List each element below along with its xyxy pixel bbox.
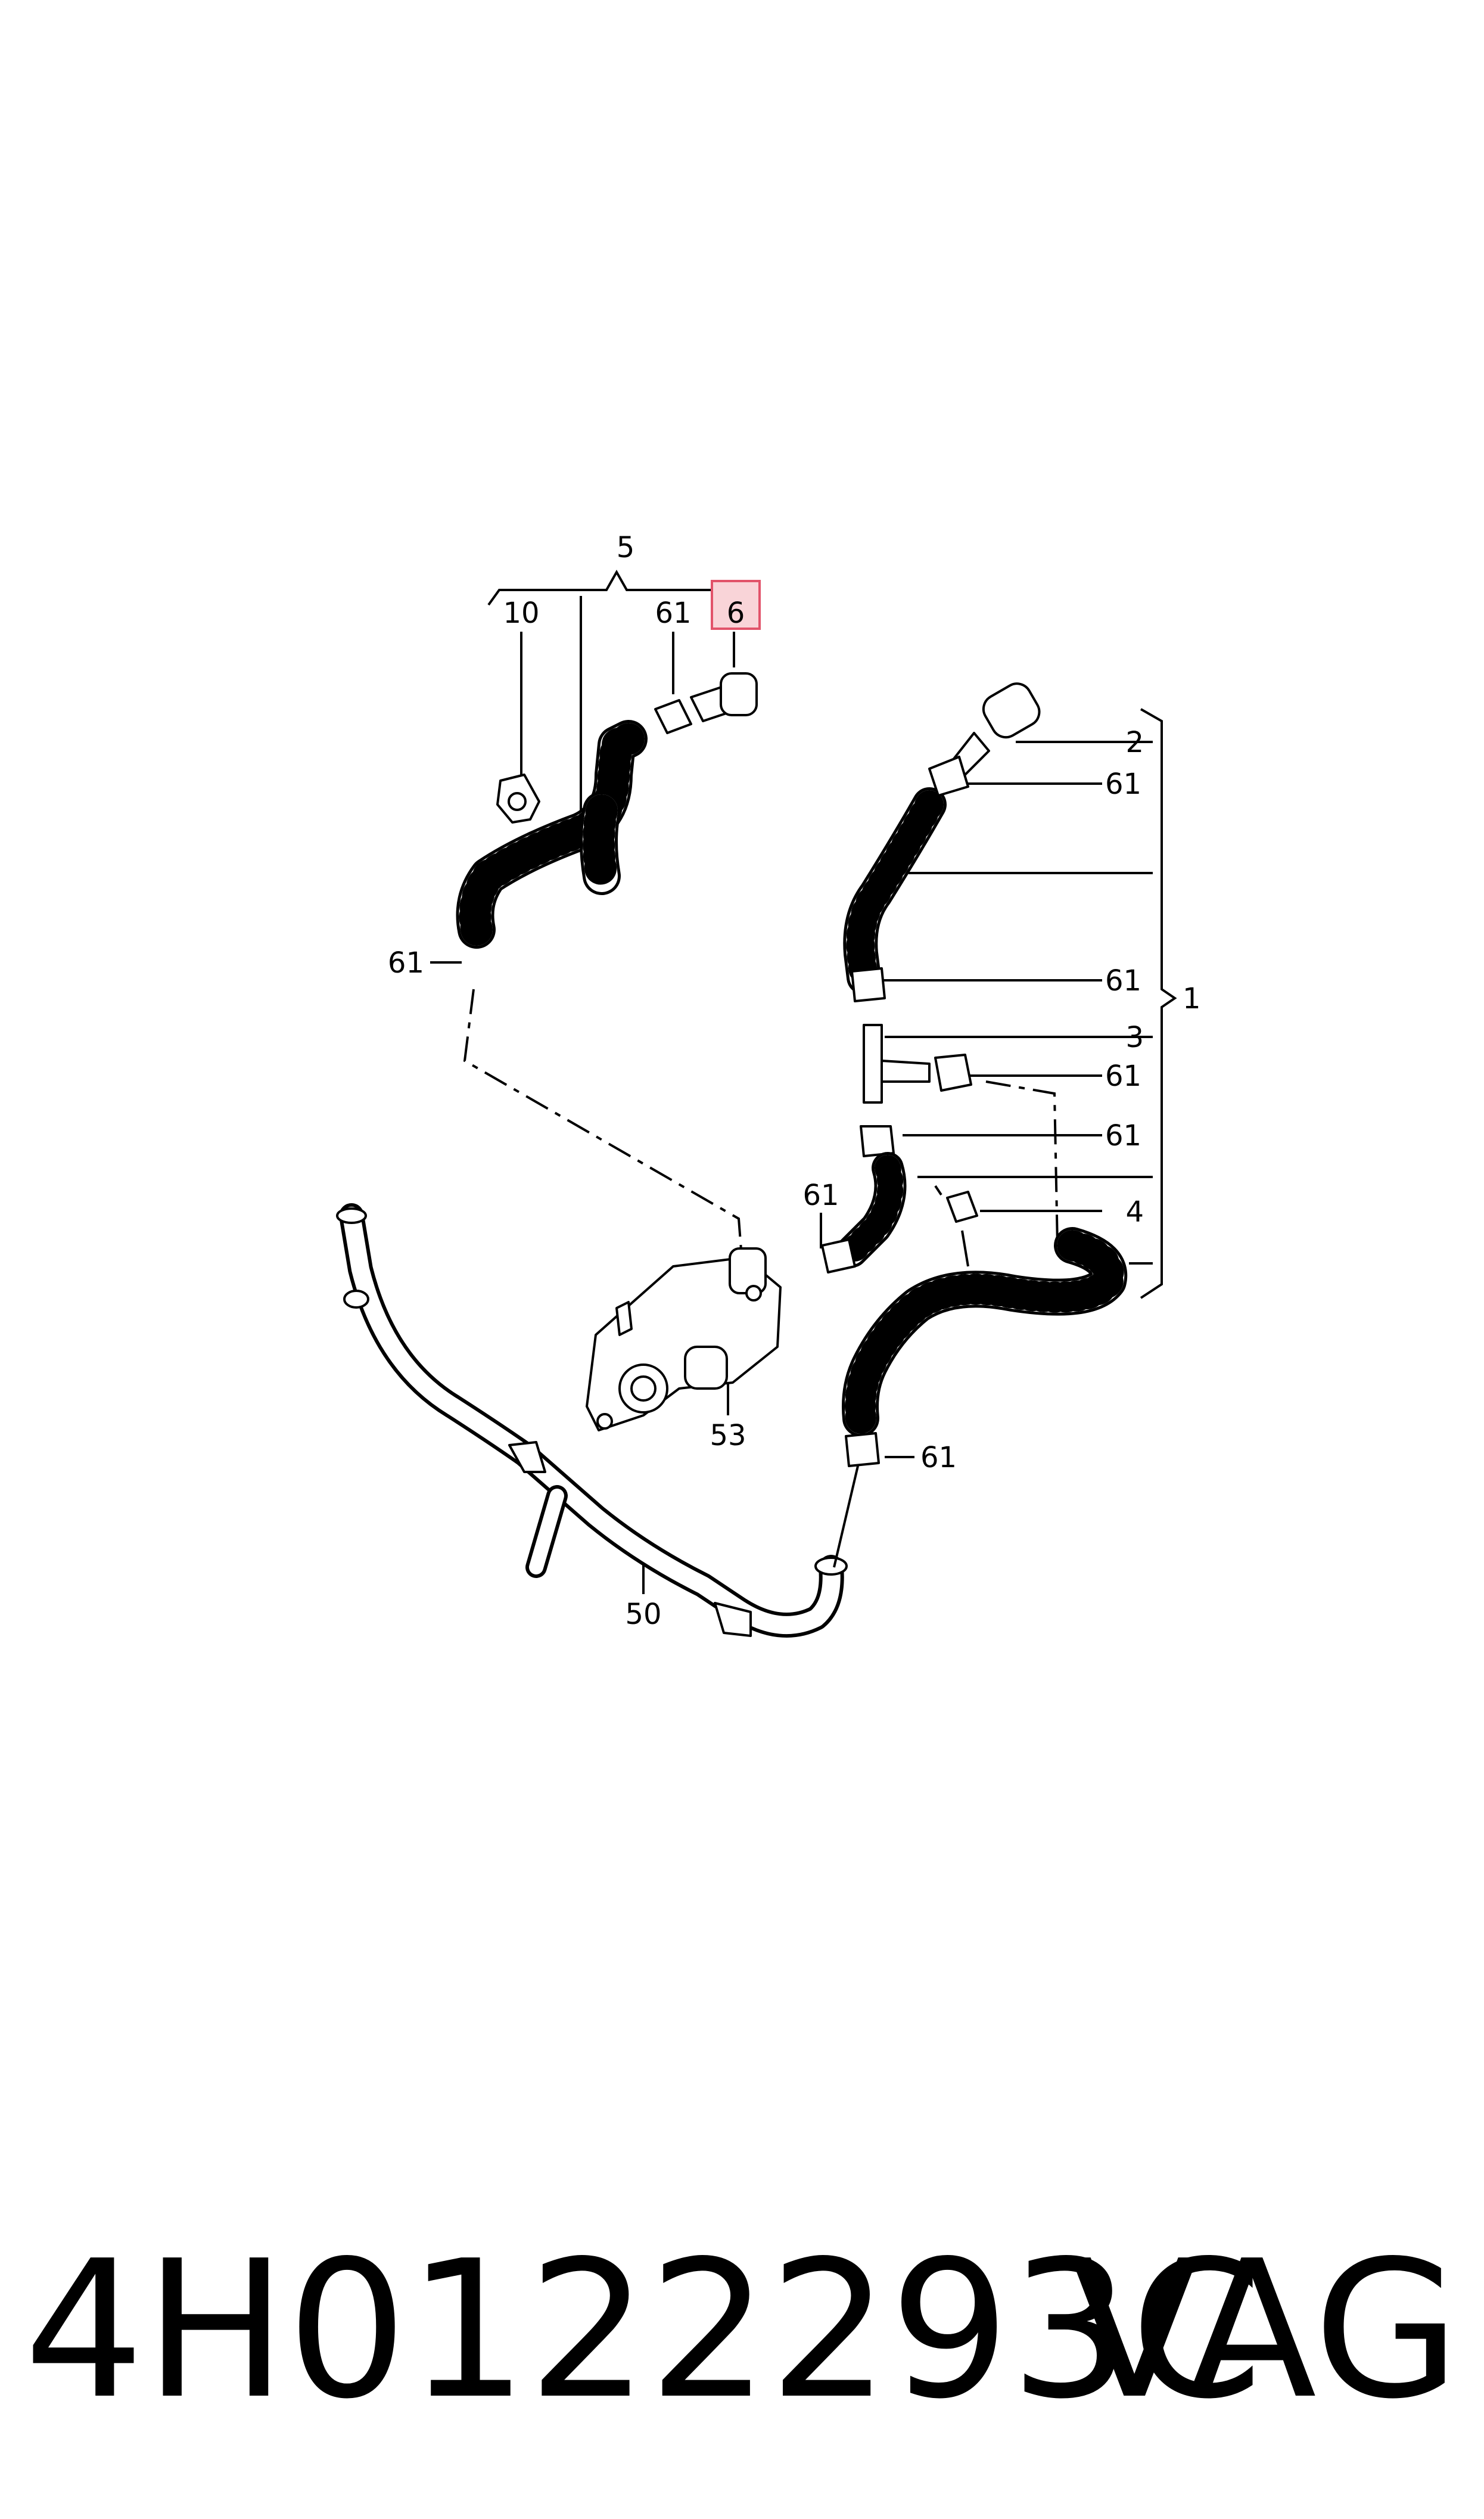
part-number: 4H0122293C <box>24 2220 1263 2440</box>
callout-6: 6 <box>727 597 745 630</box>
callout-61-low: 61 <box>920 1441 957 1474</box>
highlight-box <box>711 580 761 630</box>
callout-labels: 5 10 61 6 2 61 61 61 1 3 61 61 61 4 53 6… <box>388 531 1201 1631</box>
callout-61-r1: 61 <box>1105 768 1141 801</box>
callout-50: 50 <box>625 1598 661 1631</box>
footer: 4H0122293C VAG <box>0 2205 1484 2455</box>
callout-61-r3: 61 <box>1105 1060 1141 1093</box>
callout-1: 1 <box>1183 982 1201 1015</box>
callout-3: 3 <box>1125 1021 1144 1054</box>
callout-2: 2 <box>1125 726 1144 759</box>
bleed-screw-4 <box>934 1185 978 1223</box>
callout-53: 53 <box>710 1419 746 1452</box>
clamp-10 <box>496 774 540 824</box>
callout-61-r4: 61 <box>1105 1119 1141 1153</box>
callout-61-top: 61 <box>655 597 691 630</box>
callout-4: 4 <box>1125 1195 1144 1229</box>
callout-61-left: 61 <box>388 946 424 980</box>
group-1-bracket <box>1140 708 1177 1299</box>
leader-lines <box>430 596 1153 1594</box>
coolant-pipe-50 <box>336 1203 848 1638</box>
callout-61-r2: 61 <box>1105 964 1141 998</box>
hose-group-1 <box>821 682 1041 1274</box>
callout-61-mid: 61 <box>802 1179 839 1212</box>
callout-5: 5 <box>617 531 635 564</box>
dashed-connections <box>463 989 1059 1258</box>
hose-assembly-diagram: 5 10 61 6 2 61 61 61 1 3 61 61 61 4 53 6… <box>336 531 1201 1638</box>
brand-label: VAG <box>1069 2220 1460 2440</box>
pump-53 <box>586 1247 782 1431</box>
hose-lower-right <box>833 1227 1128 1568</box>
hose-group-5 <box>456 672 758 949</box>
callout-10: 10 <box>503 597 539 630</box>
